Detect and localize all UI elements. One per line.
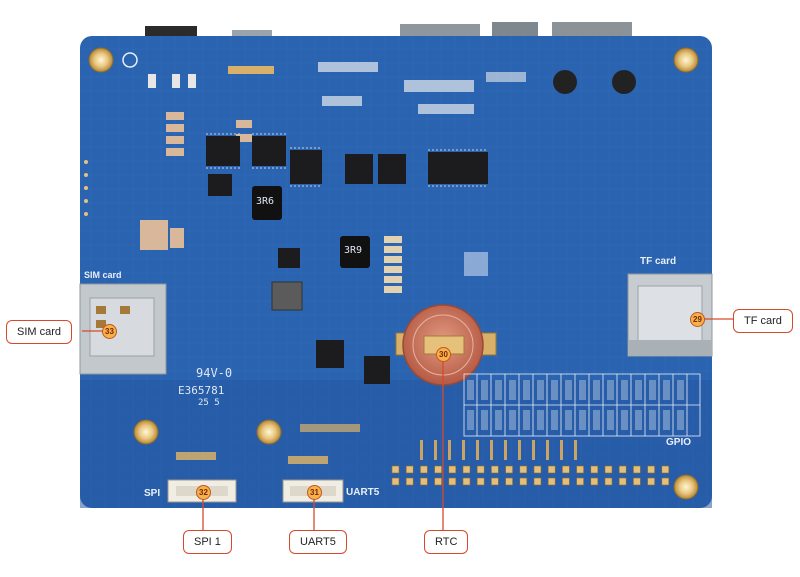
silk-sim-card: SIM card xyxy=(84,270,122,280)
inductor-3r6 xyxy=(252,186,282,220)
gpio-pin xyxy=(505,465,513,474)
gpio-pin xyxy=(647,477,655,486)
badge-33: 33 xyxy=(102,324,117,339)
silk-spi: SPI xyxy=(144,488,161,499)
gpio-pin xyxy=(405,465,414,474)
callout-spi1: SPI 1 xyxy=(183,530,232,554)
gpio-pin xyxy=(604,477,613,486)
gpio-pin xyxy=(462,465,471,474)
silk-date-code: 25 5 xyxy=(198,398,220,408)
badge-29: 29 xyxy=(690,312,705,327)
gpio-pin xyxy=(547,465,556,474)
gpio-pin xyxy=(448,465,457,474)
top-left-components xyxy=(148,66,274,156)
silk-tf-card: TF card xyxy=(640,256,677,267)
connector-pads xyxy=(176,424,360,464)
sim-card-slot xyxy=(79,283,167,375)
gpio-stub-pins xyxy=(420,440,577,460)
callout-tf-card: TF card xyxy=(733,309,793,333)
gpio-pin xyxy=(462,477,471,486)
capacitor-rows xyxy=(318,62,526,114)
gpio-pin xyxy=(661,477,670,486)
gpio-pin xyxy=(547,477,556,486)
gpio-pin xyxy=(391,465,400,474)
gpio-pin xyxy=(533,477,542,486)
callout-rtc: RTC xyxy=(424,530,469,554)
mounting-hole-bottom-left xyxy=(133,419,159,445)
mounting-screws-top-right xyxy=(553,70,636,94)
gpio-pin xyxy=(491,465,499,474)
mounting-hole-bottom-right xyxy=(673,474,699,500)
callout-leader-lines xyxy=(82,318,733,530)
gpio-pin xyxy=(491,477,499,486)
qr-pattern xyxy=(464,252,488,276)
gpio-pin xyxy=(562,465,570,474)
silk-cert: E365781 xyxy=(178,384,225,397)
gpio-pin xyxy=(576,465,584,474)
badge-32: 32 xyxy=(196,485,211,500)
gpio-pin xyxy=(476,477,485,486)
gpio-pin xyxy=(519,477,528,486)
rtc-battery-holder xyxy=(395,304,497,386)
gpio-pin xyxy=(618,465,627,474)
gpio-header-pins xyxy=(391,465,670,486)
gpio-pin xyxy=(476,465,485,474)
silk-gpio: GPIO xyxy=(666,437,692,448)
gpio-pin xyxy=(590,465,599,474)
gpio-pin xyxy=(604,465,613,474)
gpio-pin xyxy=(633,477,641,486)
gpio-label-table xyxy=(463,373,701,437)
gpio-pin xyxy=(448,477,457,486)
gpio-pin xyxy=(391,477,400,486)
gpio-label-text xyxy=(467,380,684,430)
gpio-pin xyxy=(434,477,442,486)
silk-uart5: UART5 xyxy=(346,487,380,498)
gpio-pin xyxy=(420,465,428,474)
inductor-3r9 xyxy=(340,236,370,268)
gpio-pin xyxy=(420,477,428,486)
gpio-pin xyxy=(519,465,528,474)
mounting-hole-bottom-mid xyxy=(256,419,282,445)
mounting-hole-top-left xyxy=(88,47,114,73)
fiducial-mark xyxy=(122,52,138,68)
badge-30: 30 xyxy=(436,347,451,362)
silk-inductor-3r6: 3R6 xyxy=(256,196,275,207)
resistor-arrays xyxy=(140,220,402,293)
badge-31: 31 xyxy=(307,485,322,500)
edge-header-pins-left xyxy=(84,160,88,216)
gpio-pin xyxy=(562,477,570,486)
gpio-pin xyxy=(576,477,584,486)
gpio-pin xyxy=(405,477,414,486)
gpio-pin xyxy=(661,465,670,474)
gpio-pin xyxy=(633,465,641,474)
callout-uart5: UART5 xyxy=(289,530,347,554)
mounting-hole-top-right xyxy=(673,47,699,73)
gpio-pin xyxy=(505,477,513,486)
gpio-pin xyxy=(434,465,442,474)
gpio-pin xyxy=(590,477,599,486)
ic-chips xyxy=(206,136,488,384)
silk-rating: 94V-0 xyxy=(196,366,233,380)
ic-pins xyxy=(206,133,488,187)
silk-inductor-3r9: 3R9 xyxy=(344,245,363,256)
callout-sim-card: SIM card xyxy=(6,320,73,344)
gpio-pin xyxy=(533,465,542,474)
gpio-pin xyxy=(647,465,655,474)
inductor-square xyxy=(271,281,303,311)
gpio-pin xyxy=(618,477,627,486)
